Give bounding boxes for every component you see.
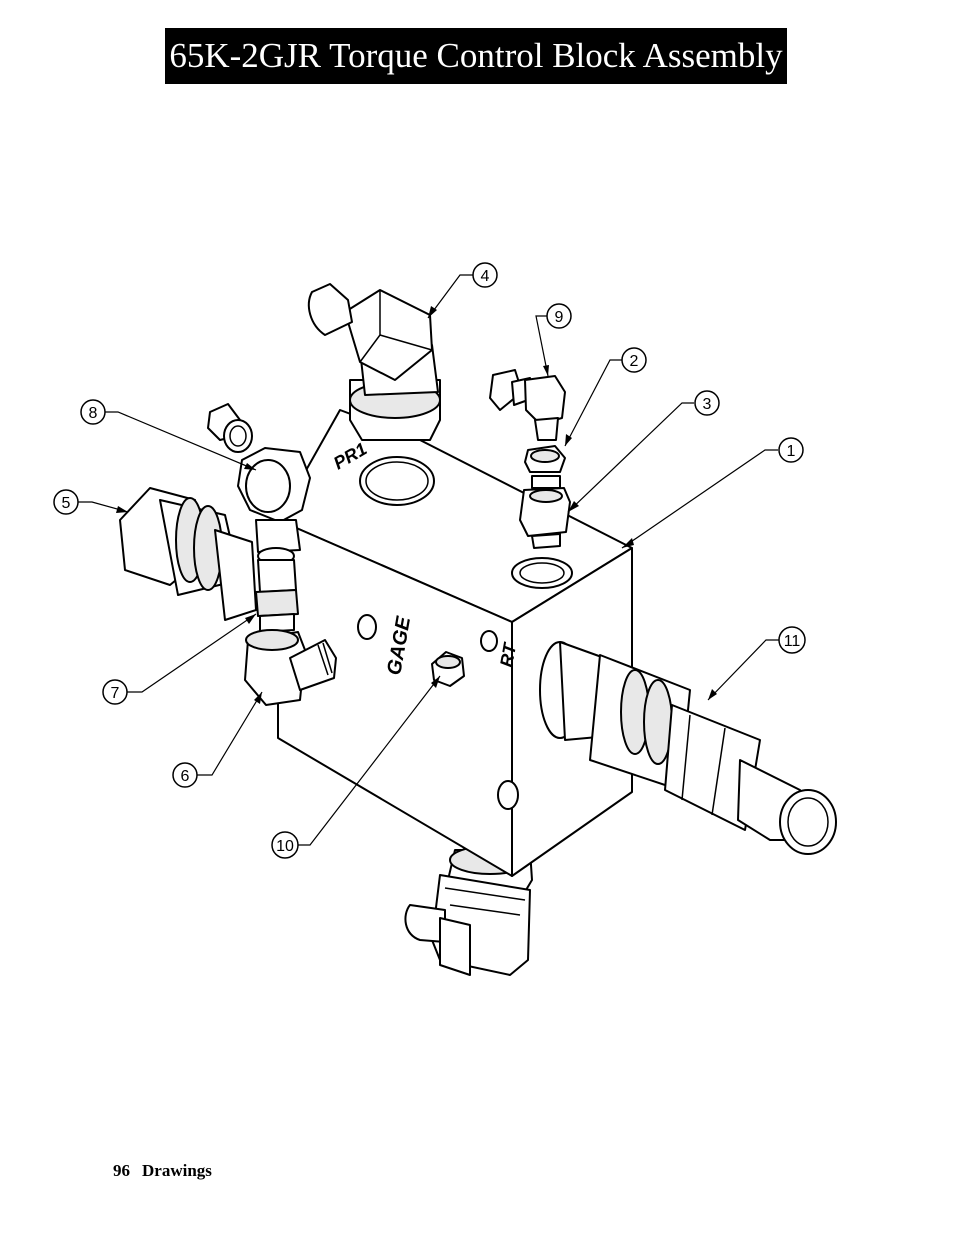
page-title: 65K-2GJR Torque Control Block Assembly	[165, 28, 787, 84]
callout-3-label: 3	[703, 396, 712, 413]
left-swivel-fittings	[207, 403, 337, 706]
leader-lines	[78, 274, 779, 846]
callout-4: 4	[472, 262, 498, 288]
section-name: Drawings	[142, 1161, 212, 1180]
callout-7-label: 7	[111, 685, 120, 702]
callout-5-label: 5	[62, 495, 71, 512]
page-footer: 96 Drawings	[113, 1161, 212, 1181]
callout-11: 11	[778, 626, 806, 654]
callout-10-label: 10	[276, 838, 294, 855]
callout-2-label: 2	[630, 353, 639, 370]
page-number: 96	[113, 1161, 130, 1180]
callout-2: 2	[621, 347, 647, 373]
callout-1-label: 1	[787, 443, 796, 460]
callout-8: 8	[80, 399, 106, 425]
top-elbow-fitting	[307, 283, 441, 441]
plug-fitting	[431, 651, 465, 687]
quick-coupler-left	[119, 487, 257, 621]
callout-8-label: 8	[89, 405, 98, 422]
callout-6-label: 6	[181, 768, 190, 785]
callout-3: 3	[694, 390, 720, 416]
callout-1: 1	[778, 437, 804, 463]
callout-9: 9	[546, 303, 572, 329]
callout-4-label: 4	[481, 268, 490, 285]
quick-coupler-right	[539, 641, 837, 855]
callout-11-label: 11	[784, 633, 801, 650]
callout-5: 5	[53, 489, 79, 515]
page-title-text: 65K-2GJR Torque Control Block Assembly	[169, 36, 783, 75]
main-block	[277, 409, 633, 877]
callout-9-label: 9	[555, 309, 564, 326]
callout-6: 6	[172, 762, 198, 788]
small-elbow-fittings	[489, 369, 571, 549]
callout-10: 10	[271, 831, 299, 859]
callout-7: 7	[102, 679, 128, 705]
